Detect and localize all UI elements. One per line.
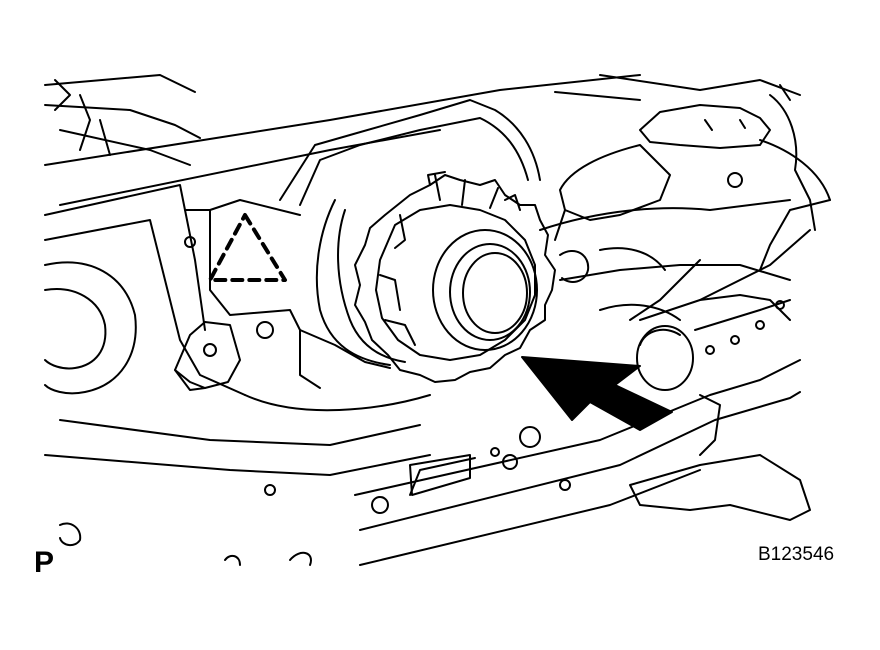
dashed-triangle-icon (208, 213, 287, 282)
right-bracket (539, 104, 791, 355)
corner-label: P (34, 546, 55, 579)
center-hub (432, 229, 538, 351)
slide-rail (354, 359, 811, 566)
left-bushing (44, 261, 137, 395)
figure-id: B123546 (758, 544, 835, 565)
seat-frame-lines (44, 74, 831, 321)
main-bracket-plate (44, 184, 431, 566)
black-arrow-icon (521, 356, 673, 431)
mounting-tab (174, 321, 241, 391)
recliner-housing (279, 99, 541, 369)
right-knob (636, 325, 694, 391)
